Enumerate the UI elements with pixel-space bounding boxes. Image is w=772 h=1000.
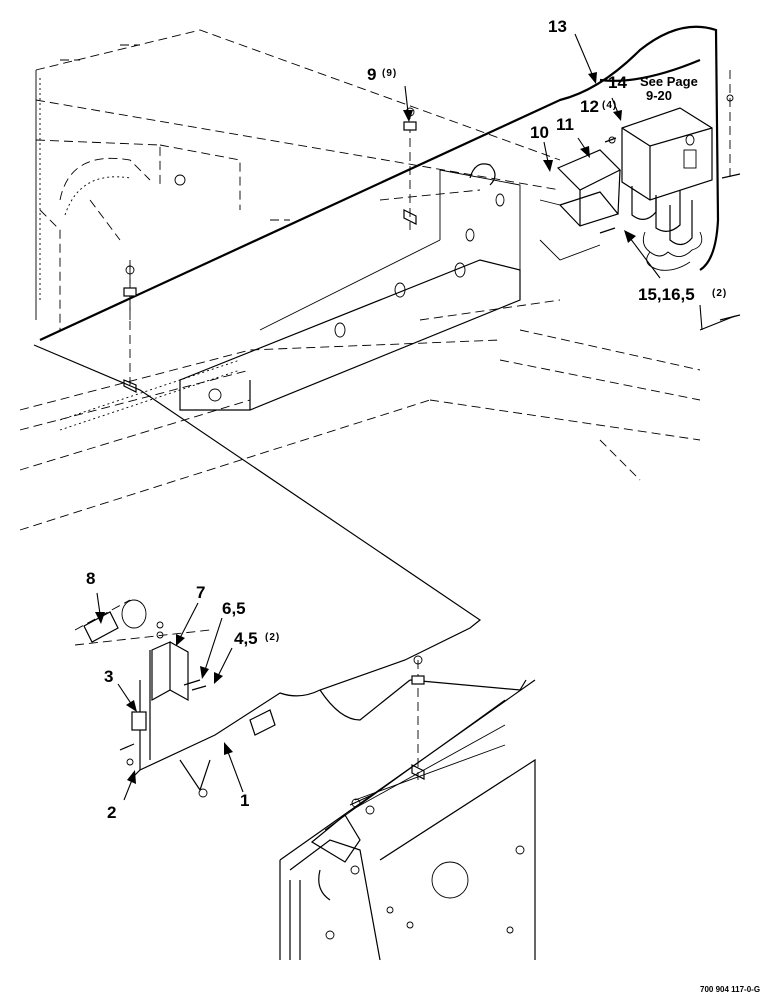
- callout-7: 7: [196, 583, 205, 602]
- callout-labels: 13 14 See Page 9-20 9 (9) 12 (4) 10 11 1…: [86, 17, 760, 994]
- callout-4-5-qty: (2): [265, 632, 280, 643]
- mount-bracket: [539, 149, 622, 261]
- callout-14-note-line1: See Page: [640, 74, 698, 89]
- lower-frame: [279, 679, 536, 961]
- leader-lines: [95, 33, 703, 801]
- harness-routing-outline: [33, 344, 527, 781]
- callout-15-16-5-qty: (2): [712, 288, 727, 299]
- callout-13: 13: [548, 17, 567, 36]
- callout-12-qty: (4): [602, 100, 617, 111]
- callout-9-qty: (9): [382, 68, 397, 79]
- hardware-bolts: [599, 70, 741, 331]
- callout-14-note-line2: 9-20: [646, 88, 672, 103]
- callout-15-16-5: 15,16,5: [638, 285, 695, 304]
- callout-4-5: 4,5: [234, 629, 258, 648]
- upper-left-frame-bracket: [39, 144, 241, 330]
- lower-switch-assembly: [74, 599, 211, 798]
- upper-frame-rail: [59, 163, 521, 431]
- callout-1: 1: [240, 791, 249, 810]
- callout-9: 9: [367, 65, 376, 84]
- callout-12: 12: [580, 97, 599, 116]
- harness-clips: [123, 107, 425, 780]
- wire-harness-13: [39, 25, 720, 341]
- callout-6-5: 6,5: [222, 599, 246, 618]
- callout-11: 11: [556, 115, 574, 134]
- callout-14: 14: [608, 73, 627, 92]
- callout-3: 3: [104, 667, 113, 686]
- filter-manifold: [621, 107, 713, 271]
- callout-2: 2: [107, 803, 116, 822]
- callout-8: 8: [86, 569, 95, 588]
- callout-10: 10: [530, 123, 549, 142]
- drawing-code: 700 904 117-0-G: [700, 985, 760, 994]
